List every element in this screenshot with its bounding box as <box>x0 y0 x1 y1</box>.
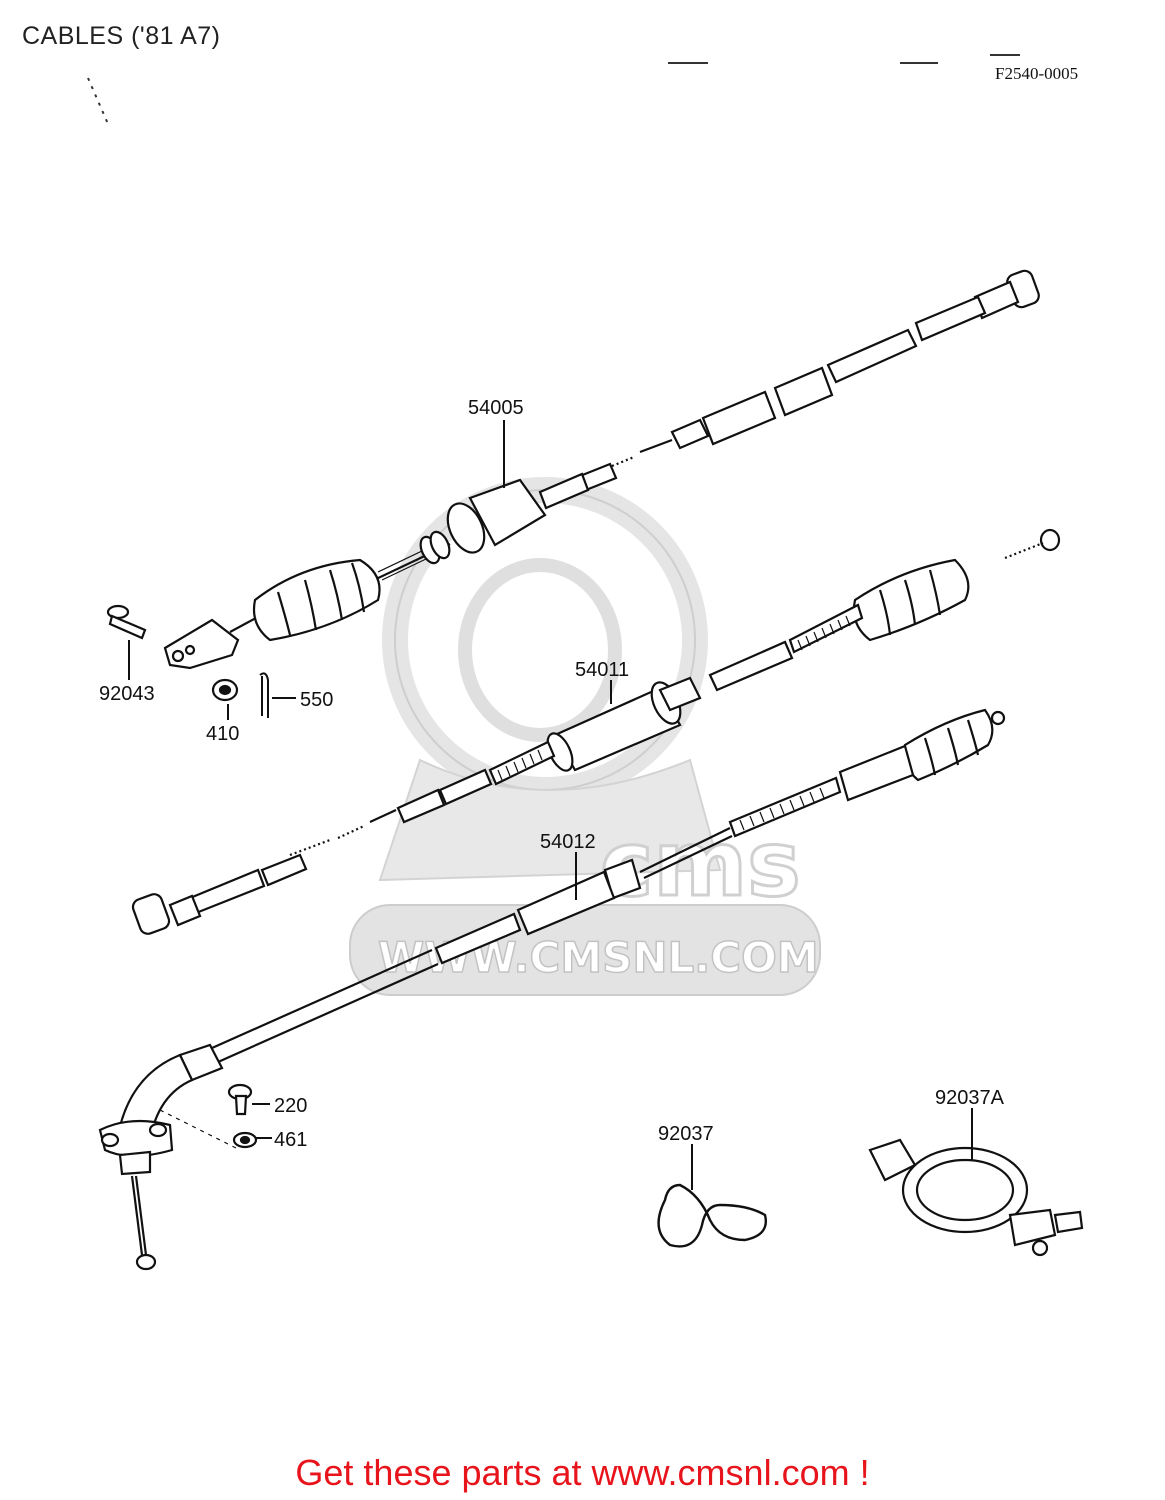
pin-92043[interactable] <box>106 604 147 640</box>
parts-diagram: cms WWW.CMSNL.COM <box>87 54 1084 1271</box>
screw-220[interactable] <box>227 1083 253 1116</box>
cable-54011[interactable] <box>131 528 1061 936</box>
label-550: 550 <box>300 689 333 711</box>
label-410: 410 <box>206 723 239 745</box>
stray-marks <box>87 54 1020 125</box>
clip-92037[interactable] <box>657 1183 767 1248</box>
label-54005: 54005 <box>468 397 524 419</box>
label-92037A: 92037A <box>935 1087 1005 1109</box>
watermark-url: WWW.CMSNL.COM <box>378 933 819 982</box>
label-54012: 54012 <box>540 831 596 853</box>
cotter-pin-550[interactable] <box>259 672 269 718</box>
clamp-92037A[interactable] <box>868 1138 1084 1257</box>
washer-410[interactable] <box>211 678 239 702</box>
leader-lines <box>128 420 973 1190</box>
label-92043: 92043 <box>99 683 155 705</box>
label-220: 220 <box>274 1095 307 1117</box>
footer-cta[interactable]: Get these parts at www.cmsnl.com ! <box>295 1452 870 1493</box>
label-461: 461 <box>274 1129 307 1151</box>
washer-461[interactable] <box>232 1131 258 1149</box>
label-54011: 54011 <box>575 659 629 681</box>
label-92037: 92037 <box>658 1123 714 1145</box>
diagram-code: F2540-0005 <box>995 64 1079 83</box>
watermark-logo: cms WWW.CMSNL.COM <box>349 477 821 996</box>
page-title: CABLES ('81 A7) <box>22 22 221 50</box>
cable-54005[interactable] <box>163 269 1041 670</box>
